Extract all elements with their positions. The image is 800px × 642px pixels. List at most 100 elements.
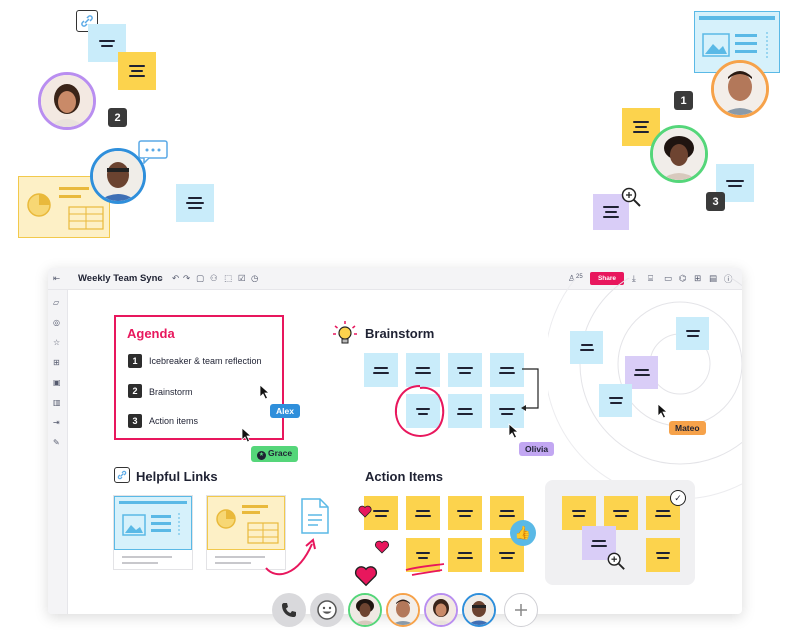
- cursor-label-olivia: Olivia: [519, 442, 555, 456]
- cursor-label-grace-text: Grace: [268, 448, 293, 458]
- heart-icon: [358, 505, 372, 518]
- link-card[interactable]: [206, 495, 286, 570]
- sticky-note[interactable]: [490, 353, 524, 387]
- strike-annotation: [405, 563, 445, 576]
- sticky-note[interactable]: [406, 496, 440, 530]
- image-icon[interactable]: ▣: [53, 378, 61, 387]
- call-dock: [268, 590, 544, 632]
- comment-icon[interactable]: ▭: [664, 273, 673, 283]
- notes-icon[interactable]: ▤: [709, 273, 718, 283]
- chat-icon[interactable]: ⌸: [648, 273, 654, 283]
- activity-icon[interactable]: ⌬: [679, 273, 687, 283]
- avatar: [711, 60, 769, 118]
- star-icon[interactable]: ☆: [53, 338, 61, 347]
- sticky-note[interactable]: [562, 496, 596, 530]
- link-card-preview: [207, 496, 285, 550]
- chevron-down-icon[interactable]: ⌄: [158, 275, 164, 282]
- sticky-note[interactable]: [604, 496, 638, 530]
- sticky-note[interactable]: [570, 331, 603, 364]
- shape-icon[interactable]: ◎: [53, 318, 60, 327]
- heart-icon: [354, 566, 378, 587]
- sticky-note[interactable]: [622, 108, 660, 146]
- star-badge-icon: ★: [257, 451, 266, 460]
- link-card[interactable]: [113, 495, 193, 570]
- sticky-note[interactable]: [676, 317, 709, 350]
- collapse-icon[interactable]: ⇤: [53, 273, 61, 283]
- link-card-line: [122, 556, 172, 558]
- sticky-note[interactable]: [490, 538, 524, 572]
- upload-icon[interactable]: ⬚: [224, 273, 233, 283]
- sticky-note[interactable]: [716, 164, 754, 202]
- frame-icon[interactable]: ⊞: [53, 358, 60, 367]
- timer-icon[interactable]: ◷: [251, 273, 259, 283]
- board-sidebar: ▱ ◎ ☆ ⊞ ▣ ▥ ⇥ ✎: [48, 290, 68, 614]
- zoom-in-icon: [606, 551, 626, 571]
- chat-bubble-icon: [138, 140, 168, 165]
- cursor-label-alex: Alex: [270, 404, 300, 418]
- library-icon[interactable]: ▥: [53, 398, 61, 407]
- sticky-note[interactable]: [364, 496, 398, 530]
- people-icon[interactable]: ♙: [568, 273, 576, 283]
- sticky-note[interactable]: [448, 538, 482, 572]
- cursor-label-grace: ★Grace: [251, 446, 299, 462]
- link-icon: [114, 467, 130, 483]
- agenda-title: Agenda: [127, 326, 175, 341]
- redo-icon[interactable]: ↷: [183, 273, 191, 283]
- sticky-note[interactable]: [406, 353, 440, 387]
- link-card-line: [215, 556, 265, 558]
- agenda-item-label: Icebreaker & team reflection: [149, 356, 262, 366]
- step-badge: 2: [108, 108, 127, 127]
- participant-avatar[interactable]: [348, 593, 382, 627]
- grid-icon[interactable]: ⊞: [694, 273, 702, 283]
- pen-icon[interactable]: ✎: [53, 438, 60, 447]
- shapes-icon[interactable]: ⚇: [210, 273, 218, 283]
- action-items-title: Action Items: [365, 469, 444, 484]
- frame-icon[interactable]: ▢: [196, 273, 205, 283]
- sticky-note[interactable]: [448, 353, 482, 387]
- thumbs-up-icon[interactable]: 👍: [510, 520, 536, 546]
- sticky-note[interactable]: [646, 538, 680, 572]
- sticky-note[interactable]: [490, 394, 524, 428]
- add-participant-button[interactable]: [504, 593, 538, 627]
- phone-icon: [282, 603, 296, 617]
- sticky-note[interactable]: [364, 353, 398, 387]
- sticky-note-icon[interactable]: ▱: [53, 298, 60, 307]
- agenda-frame[interactable]: [114, 315, 284, 440]
- sticky-note[interactable]: [118, 52, 156, 90]
- step-badge: 1: [674, 91, 693, 110]
- help-icon[interactable]: ⓘ: [724, 274, 733, 284]
- share-button[interactable]: Share: [590, 272, 624, 285]
- check-circle-icon[interactable]: ✓: [670, 490, 686, 506]
- cursor-label-mateo: Mateo: [669, 421, 706, 435]
- undo-icon[interactable]: ↶: [172, 273, 180, 283]
- cursor-pointer-icon: [241, 427, 253, 443]
- helpful-links-title: Helpful Links: [136, 469, 218, 484]
- board-title[interactable]: Weekly Team Sync: [78, 273, 163, 284]
- connector-arrow: [521, 368, 539, 411]
- sticky-note[interactable]: [406, 394, 440, 428]
- plus-icon: [515, 604, 527, 616]
- zoom-in-icon: [620, 186, 642, 208]
- cursor-pointer-icon: [508, 423, 520, 439]
- agenda-item-label: Brainstorm: [149, 387, 193, 397]
- sticky-note[interactable]: [176, 184, 214, 222]
- smiley-icon: [317, 600, 337, 620]
- link-card-preview: [114, 496, 192, 550]
- sticky-note[interactable]: [593, 194, 629, 230]
- sticky-note[interactable]: [625, 356, 658, 389]
- participant-avatar[interactable]: [462, 593, 496, 627]
- sticky-note[interactable]: [448, 394, 482, 428]
- participant-avatar[interactable]: [424, 593, 458, 627]
- phone-button[interactable]: [272, 593, 306, 627]
- participant-avatar[interactable]: [386, 593, 420, 627]
- checklist-icon[interactable]: ☑: [238, 273, 246, 283]
- link-card-line: [122, 562, 158, 564]
- document-icon[interactable]: [300, 497, 330, 535]
- sticky-note[interactable]: [448, 496, 482, 530]
- lightbulb-icon: [332, 320, 358, 346]
- download-icon[interactable]: ⤓: [632, 273, 636, 283]
- sticky-note[interactable]: [599, 384, 632, 417]
- link-card-line: [215, 562, 251, 564]
- reaction-button[interactable]: [310, 593, 344, 627]
- import-icon[interactable]: ⇥: [53, 418, 60, 427]
